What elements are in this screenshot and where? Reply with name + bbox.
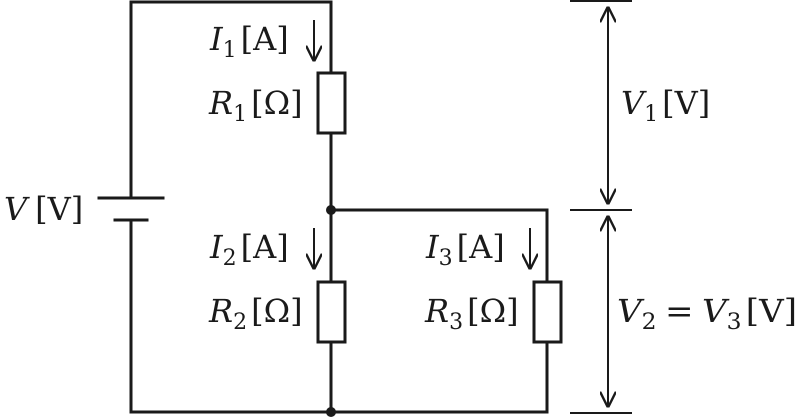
wire-right-branch-bottom: [329, 340, 549, 414]
wire-left-loop: [129, 0, 333, 200]
resistor-r3: [532, 280, 563, 344]
junction-node-bottom: [326, 407, 336, 417]
wire-left-lower: [129, 218, 333, 414]
label-current-i3: I3[A]: [425, 228, 505, 271]
label-voltage-v2-v3: V2=V3[V]: [617, 292, 797, 335]
label-resistor-r2: R2[Ω]: [208, 292, 303, 335]
label-current-i1: I1[A]: [209, 20, 289, 63]
circuit-wires: [129, 0, 549, 414]
junction-node-middle: [326, 205, 336, 215]
label-resistor-r1: R1[Ω]: [208, 84, 303, 127]
voltage-measure-lines: [570, 0, 632, 414]
wire-right-branch-top: [329, 208, 549, 284]
label-voltage-v1: V1[V]: [621, 84, 710, 127]
label-source-voltage: V[V]: [4, 190, 83, 228]
resistor-r1: [316, 71, 347, 135]
label-current-i2: I2[A]: [209, 228, 289, 271]
label-resistor-r3: R3[Ω]: [424, 292, 519, 335]
battery-symbol: [97, 196, 165, 222]
resistor-r2: [316, 280, 347, 344]
